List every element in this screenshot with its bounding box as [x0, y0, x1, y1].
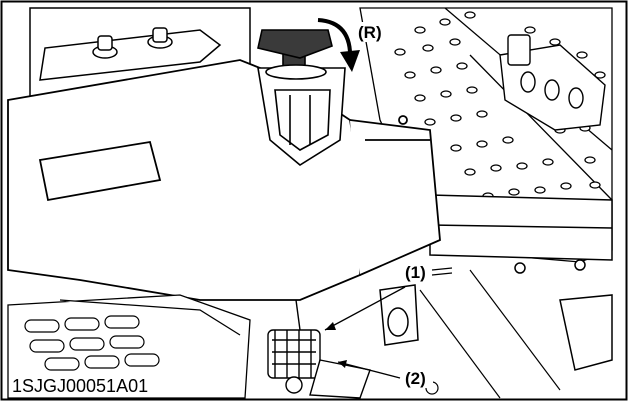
floor-plate-holes [394, 11, 606, 200]
fuel-cap [257, 29, 346, 166]
fuel-level-gauge [379, 284, 419, 346]
callout-2-label: (2) [405, 369, 426, 388]
figure-id-label: 1SJGJ00051A01 [12, 376, 148, 396]
rotation-label: (R) [358, 23, 382, 42]
leader-lines [324, 286, 406, 379]
leader-line-2 [337, 361, 401, 379]
fuel-filter [267, 299, 371, 399]
leader-arrow-2 [338, 360, 347, 368]
gauge-indicator-mark [431, 267, 453, 276]
figure-id-bg [10, 374, 180, 396]
callout-2-bg [403, 368, 433, 388]
rotation-label-bg [356, 22, 386, 42]
callout-1-label: (1) [405, 263, 426, 282]
cooling-fins [24, 315, 160, 371]
leader-arrow-1 [325, 322, 336, 330]
leader-line-1 [324, 286, 406, 331]
mounting-bracket [499, 34, 606, 131]
callout-1-bg [403, 262, 433, 282]
rotation-arrowhead [340, 50, 360, 72]
